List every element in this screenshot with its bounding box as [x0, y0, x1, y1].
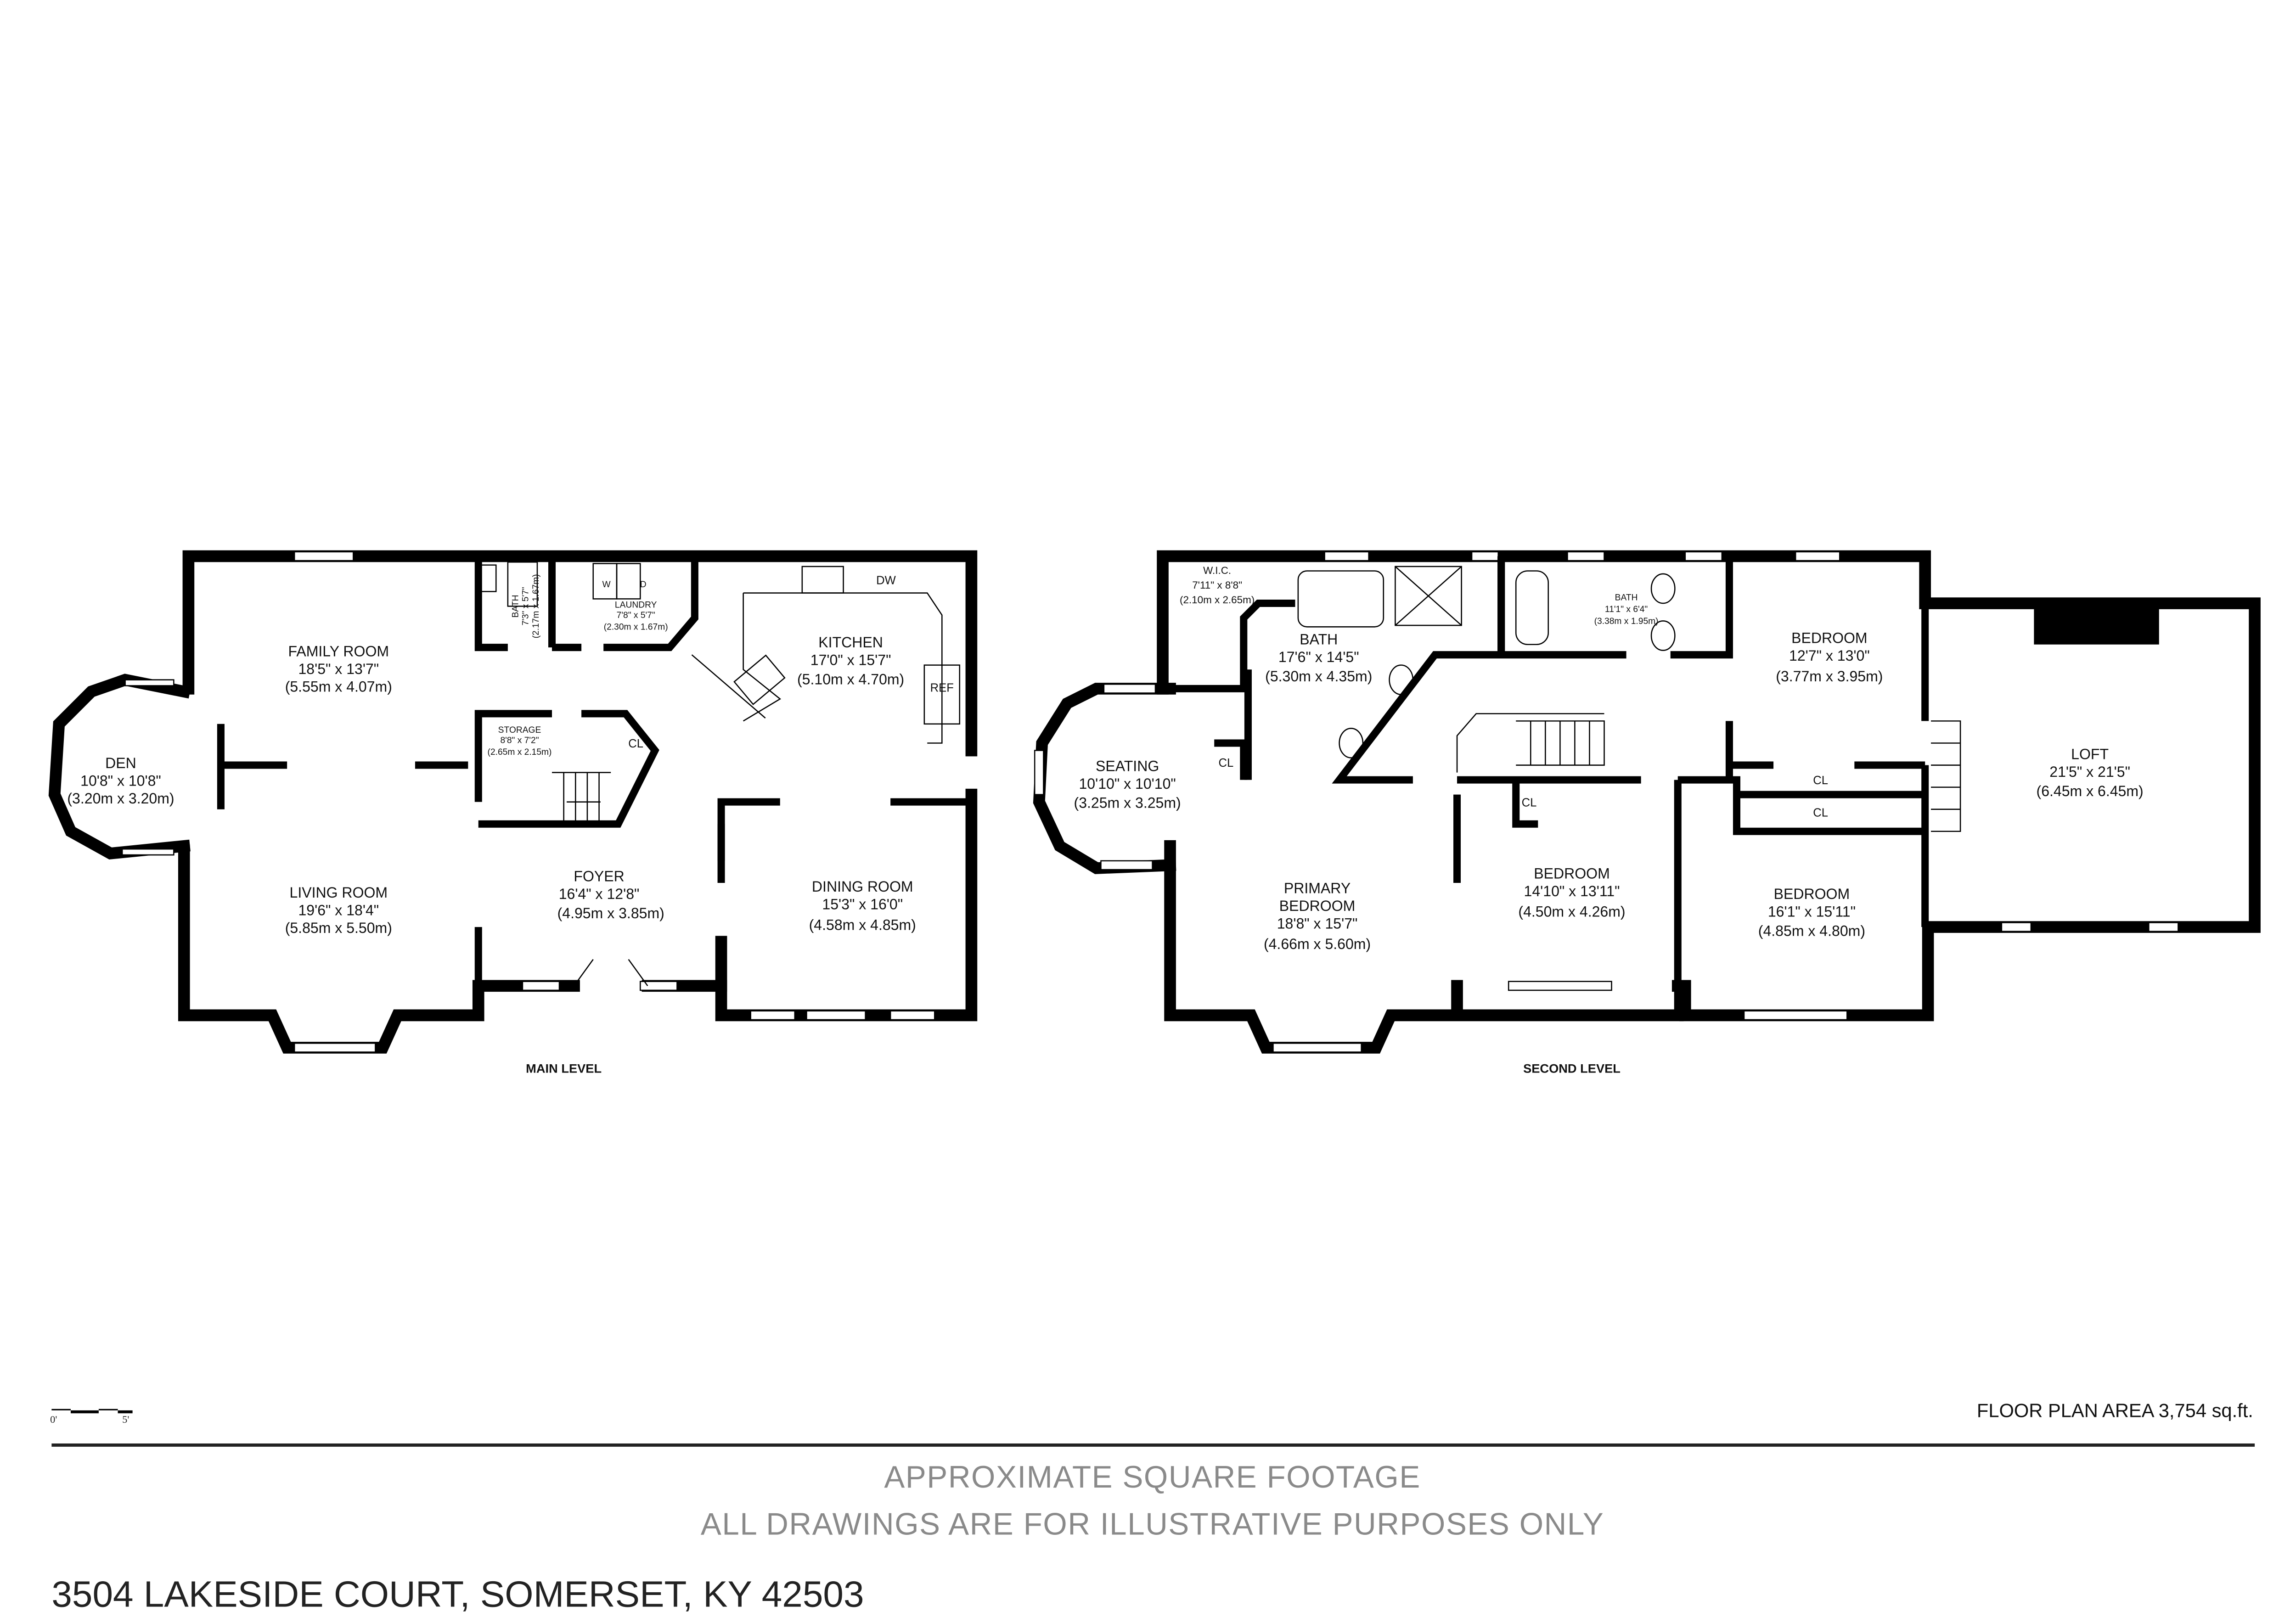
- primary-bedroom-metric: (4.66m x 5.60m): [1264, 936, 1371, 952]
- primary-bath-dims: 17'6" x 14'5": [1278, 649, 1359, 665]
- main-level-title: MAIN LEVEL: [526, 1061, 602, 1075]
- laundry-dims: 7'8" x 5'7": [617, 611, 655, 620]
- primary-bath-label: BATH: [1300, 631, 1338, 648]
- laundry-label: LAUNDRY: [615, 601, 657, 610]
- foyer-metric: (4.95m x 3.85m): [557, 905, 664, 921]
- wic-metric: (2.10m x 2.65m): [1180, 594, 1255, 606]
- primary-bedroom-label-1: PRIMARY: [1284, 880, 1351, 896]
- wic-dims: 7'11" x 8'8": [1192, 579, 1242, 591]
- washer-label: W: [602, 580, 611, 590]
- main-stairs: [552, 772, 611, 825]
- foyer-label: FOYER: [574, 868, 624, 885]
- property-address: 3504 LAKESIDE COURT, SOMERSET, KY 42503: [51, 1573, 864, 1615]
- main-level-plan: FAMILY ROOM 18'5" x 13'7" (5.55m x 4.07m…: [48, 550, 978, 1075]
- closet-label: CL: [1813, 807, 1828, 820]
- primary-bath-metric: (5.30m x 4.35m): [1265, 668, 1372, 685]
- bath2-label: BATH: [1615, 593, 1638, 603]
- den-metric: (3.20m x 3.20m): [67, 790, 174, 807]
- den-dims: 10'8" x 10'8": [80, 772, 161, 789]
- foyer-dims: 16'4" x 12'8": [559, 886, 640, 902]
- primary-bedroom-label-2: BEDROOM: [1279, 898, 1356, 914]
- bedroom-dims: 12'7" x 13'0": [1789, 647, 1870, 664]
- family-room-dims: 18'5" x 13'7": [298, 661, 379, 677]
- closet-label: CL: [628, 737, 643, 750]
- bedroom-metric: (3.77m x 3.95m): [1776, 668, 1883, 685]
- family-room-label: FAMILY ROOM: [288, 643, 389, 659]
- storage-label: STORAGE: [498, 725, 541, 735]
- bedroom-dims: 14'10" x 13'11": [1524, 883, 1620, 899]
- scale-end: 5': [122, 1414, 129, 1425]
- second-level-plan: W.I.C. 7'11" x 8'8" (2.10m x 2.65m) BATH…: [1033, 550, 2261, 1075]
- dryer-label: D: [640, 580, 647, 590]
- storage-metric: (2.65m x 2.15m): [488, 747, 552, 757]
- bath2-dims: 11'1" x 6'4": [1605, 605, 1648, 614]
- bedroom-label: BEDROOM: [1791, 630, 1868, 646]
- second-level-stairs: [1456, 713, 1961, 832]
- kitchen-label: KITCHEN: [818, 634, 883, 651]
- disclaimer-square-footage: APPROXIMATE SQUARE FOOTAGE: [884, 1460, 1420, 1494]
- dishwasher-label: DW: [876, 574, 896, 587]
- living-room-metric: (5.85m x 5.50m): [285, 920, 392, 936]
- primary-bedroom-dims: 18'8" x 15'7": [1277, 915, 1358, 932]
- kitchen-metric: (5.10m x 4.70m): [797, 671, 904, 687]
- scale-bar: 0' 5': [50, 1409, 133, 1425]
- scale-start: 0': [50, 1414, 57, 1425]
- dining-room-metric: (4.58m x 4.85m): [809, 916, 916, 933]
- floor-plan-area: FLOOR PLAN AREA 3,754 sq.ft.: [1977, 1399, 2253, 1421]
- seating-dims: 10'10" x 10'10": [1079, 775, 1176, 792]
- living-room-label: LIVING ROOM: [290, 884, 388, 901]
- bedroom-dims: 16'1" x 15'11": [1768, 904, 1856, 920]
- bedroom-label: BEDROOM: [1774, 886, 1850, 902]
- bath-dims: 7'3" x 5'7": [521, 587, 531, 625]
- loft-fireplace: [2034, 603, 2159, 645]
- bedroom-metric: (4.50m x 4.26m): [1518, 904, 1625, 920]
- family-room-metric: (5.55m x 4.07m): [285, 678, 392, 695]
- refrigerator-label: REF: [930, 681, 954, 694]
- bath-metric: (2.17m x 1.67m): [531, 574, 541, 638]
- loft-label: LOFT: [2071, 746, 2109, 763]
- footer-divider: [51, 1443, 2255, 1447]
- closet-label: CL: [1218, 757, 1233, 769]
- storage-dims: 8'8" x 7'2": [500, 736, 539, 745]
- bath2-metric: (3.38m x 1.95m): [1594, 617, 1659, 626]
- second-level-title: SECOND LEVEL: [1523, 1061, 1621, 1075]
- closet-label: CL: [1522, 796, 1537, 809]
- seating-label: SEATING: [1096, 758, 1159, 774]
- den-label: DEN: [105, 755, 136, 771]
- kitchen-dims: 17'0" x 15'7": [810, 652, 891, 668]
- laundry-metric: (2.30m x 1.67m): [604, 623, 668, 632]
- bath-label: BATH: [511, 595, 520, 618]
- seating-metric: (3.25m x 3.25m): [1074, 794, 1181, 811]
- dining-room-label: DINING ROOM: [812, 878, 913, 895]
- wic-label: W.I.C.: [1203, 565, 1231, 576]
- dining-room-dims: 15'3" x 16'0": [822, 896, 903, 913]
- loft-dims: 21'5" x 21'5": [2049, 764, 2130, 780]
- bedroom-label: BEDROOM: [1534, 865, 1610, 882]
- closet-label: CL: [1813, 774, 1828, 787]
- bedroom-metric: (4.85m x 4.80m): [1758, 922, 1865, 939]
- loft-metric: (6.45m x 6.45m): [2037, 783, 2144, 799]
- living-room-dims: 19'6" x 18'4": [298, 902, 379, 918]
- disclaimer-illustrative: ALL DRAWINGS ARE FOR ILLUSTRATIVE PURPOS…: [701, 1507, 1604, 1542]
